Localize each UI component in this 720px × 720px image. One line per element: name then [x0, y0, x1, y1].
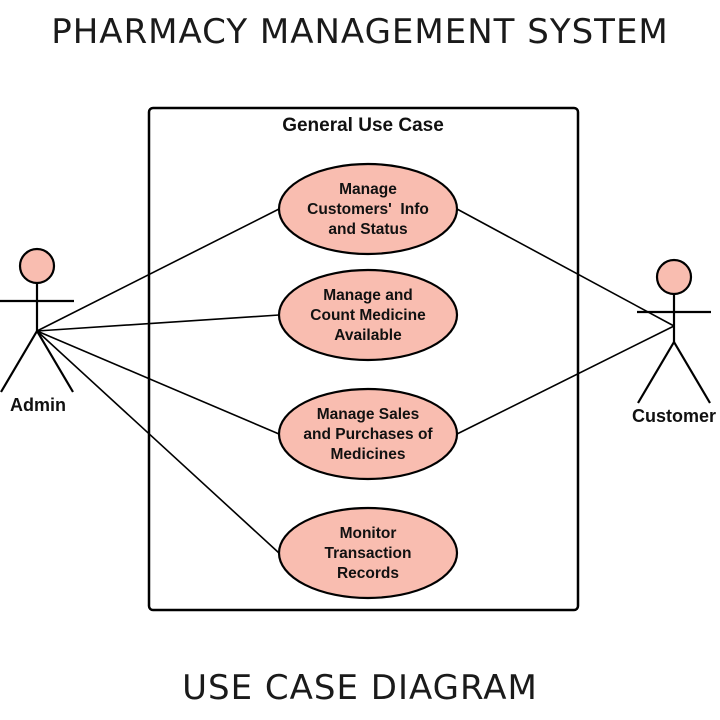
use-case-uc3: Manage Sales and Purchases of Medicines: [277, 387, 459, 481]
association-admin-uc3: [36, 330, 280, 435]
use-case-label-line: Transaction: [325, 545, 412, 562]
actor-customer: Customer: [632, 258, 716, 426]
actor-leg-left: [0, 330, 38, 393]
use-case-label-line: Monitor: [340, 525, 397, 542]
use-case-label-line: Count Medicine: [310, 307, 426, 324]
actor-leg-right: [673, 341, 711, 404]
system-boundary-title: General Use Case: [282, 115, 444, 136]
association-admin-uc2: [36, 314, 280, 332]
use-case-ellipse: [277, 506, 459, 600]
association-admin-uc1: [36, 208, 280, 332]
use-case-ellipse: [277, 268, 459, 362]
use-case-label-line: Manage: [339, 181, 397, 198]
use-case-label-line: Manage and: [323, 287, 413, 304]
actor-label: Admin: [10, 395, 66, 415]
association-customer-uc3: [456, 325, 675, 435]
use-case-label-line: Medicines: [331, 446, 406, 463]
use-case-label-line: Manage Sales: [317, 406, 420, 423]
use-case-label-line: and Status: [328, 221, 407, 238]
actor-head: [18, 247, 56, 285]
association-customer-uc1: [456, 208, 675, 327]
use-case-label-line: Records: [337, 565, 399, 582]
use-case-label-line: and Purchases of: [303, 426, 433, 443]
actor-label: Customer: [632, 406, 716, 426]
diagram-caption: USE CASE DIAGRAM: [182, 668, 538, 708]
actor-leg-right: [36, 330, 74, 393]
use-case-label-line: Available: [334, 327, 402, 344]
association-lines: [36, 208, 675, 554]
actor-leg-left: [637, 341, 675, 404]
system-boundary: [147, 106, 580, 612]
use-case-ellipse: [277, 387, 459, 481]
association-admin-uc4: [36, 330, 280, 554]
actor-admin: Admin: [0, 247, 74, 415]
use-case-label-line: Customers' Info: [307, 201, 429, 218]
use-case-ellipse: [277, 162, 459, 256]
actor-head: [655, 258, 693, 296]
page-title: PHARMACY MANAGEMENT SYSTEM: [51, 12, 669, 52]
